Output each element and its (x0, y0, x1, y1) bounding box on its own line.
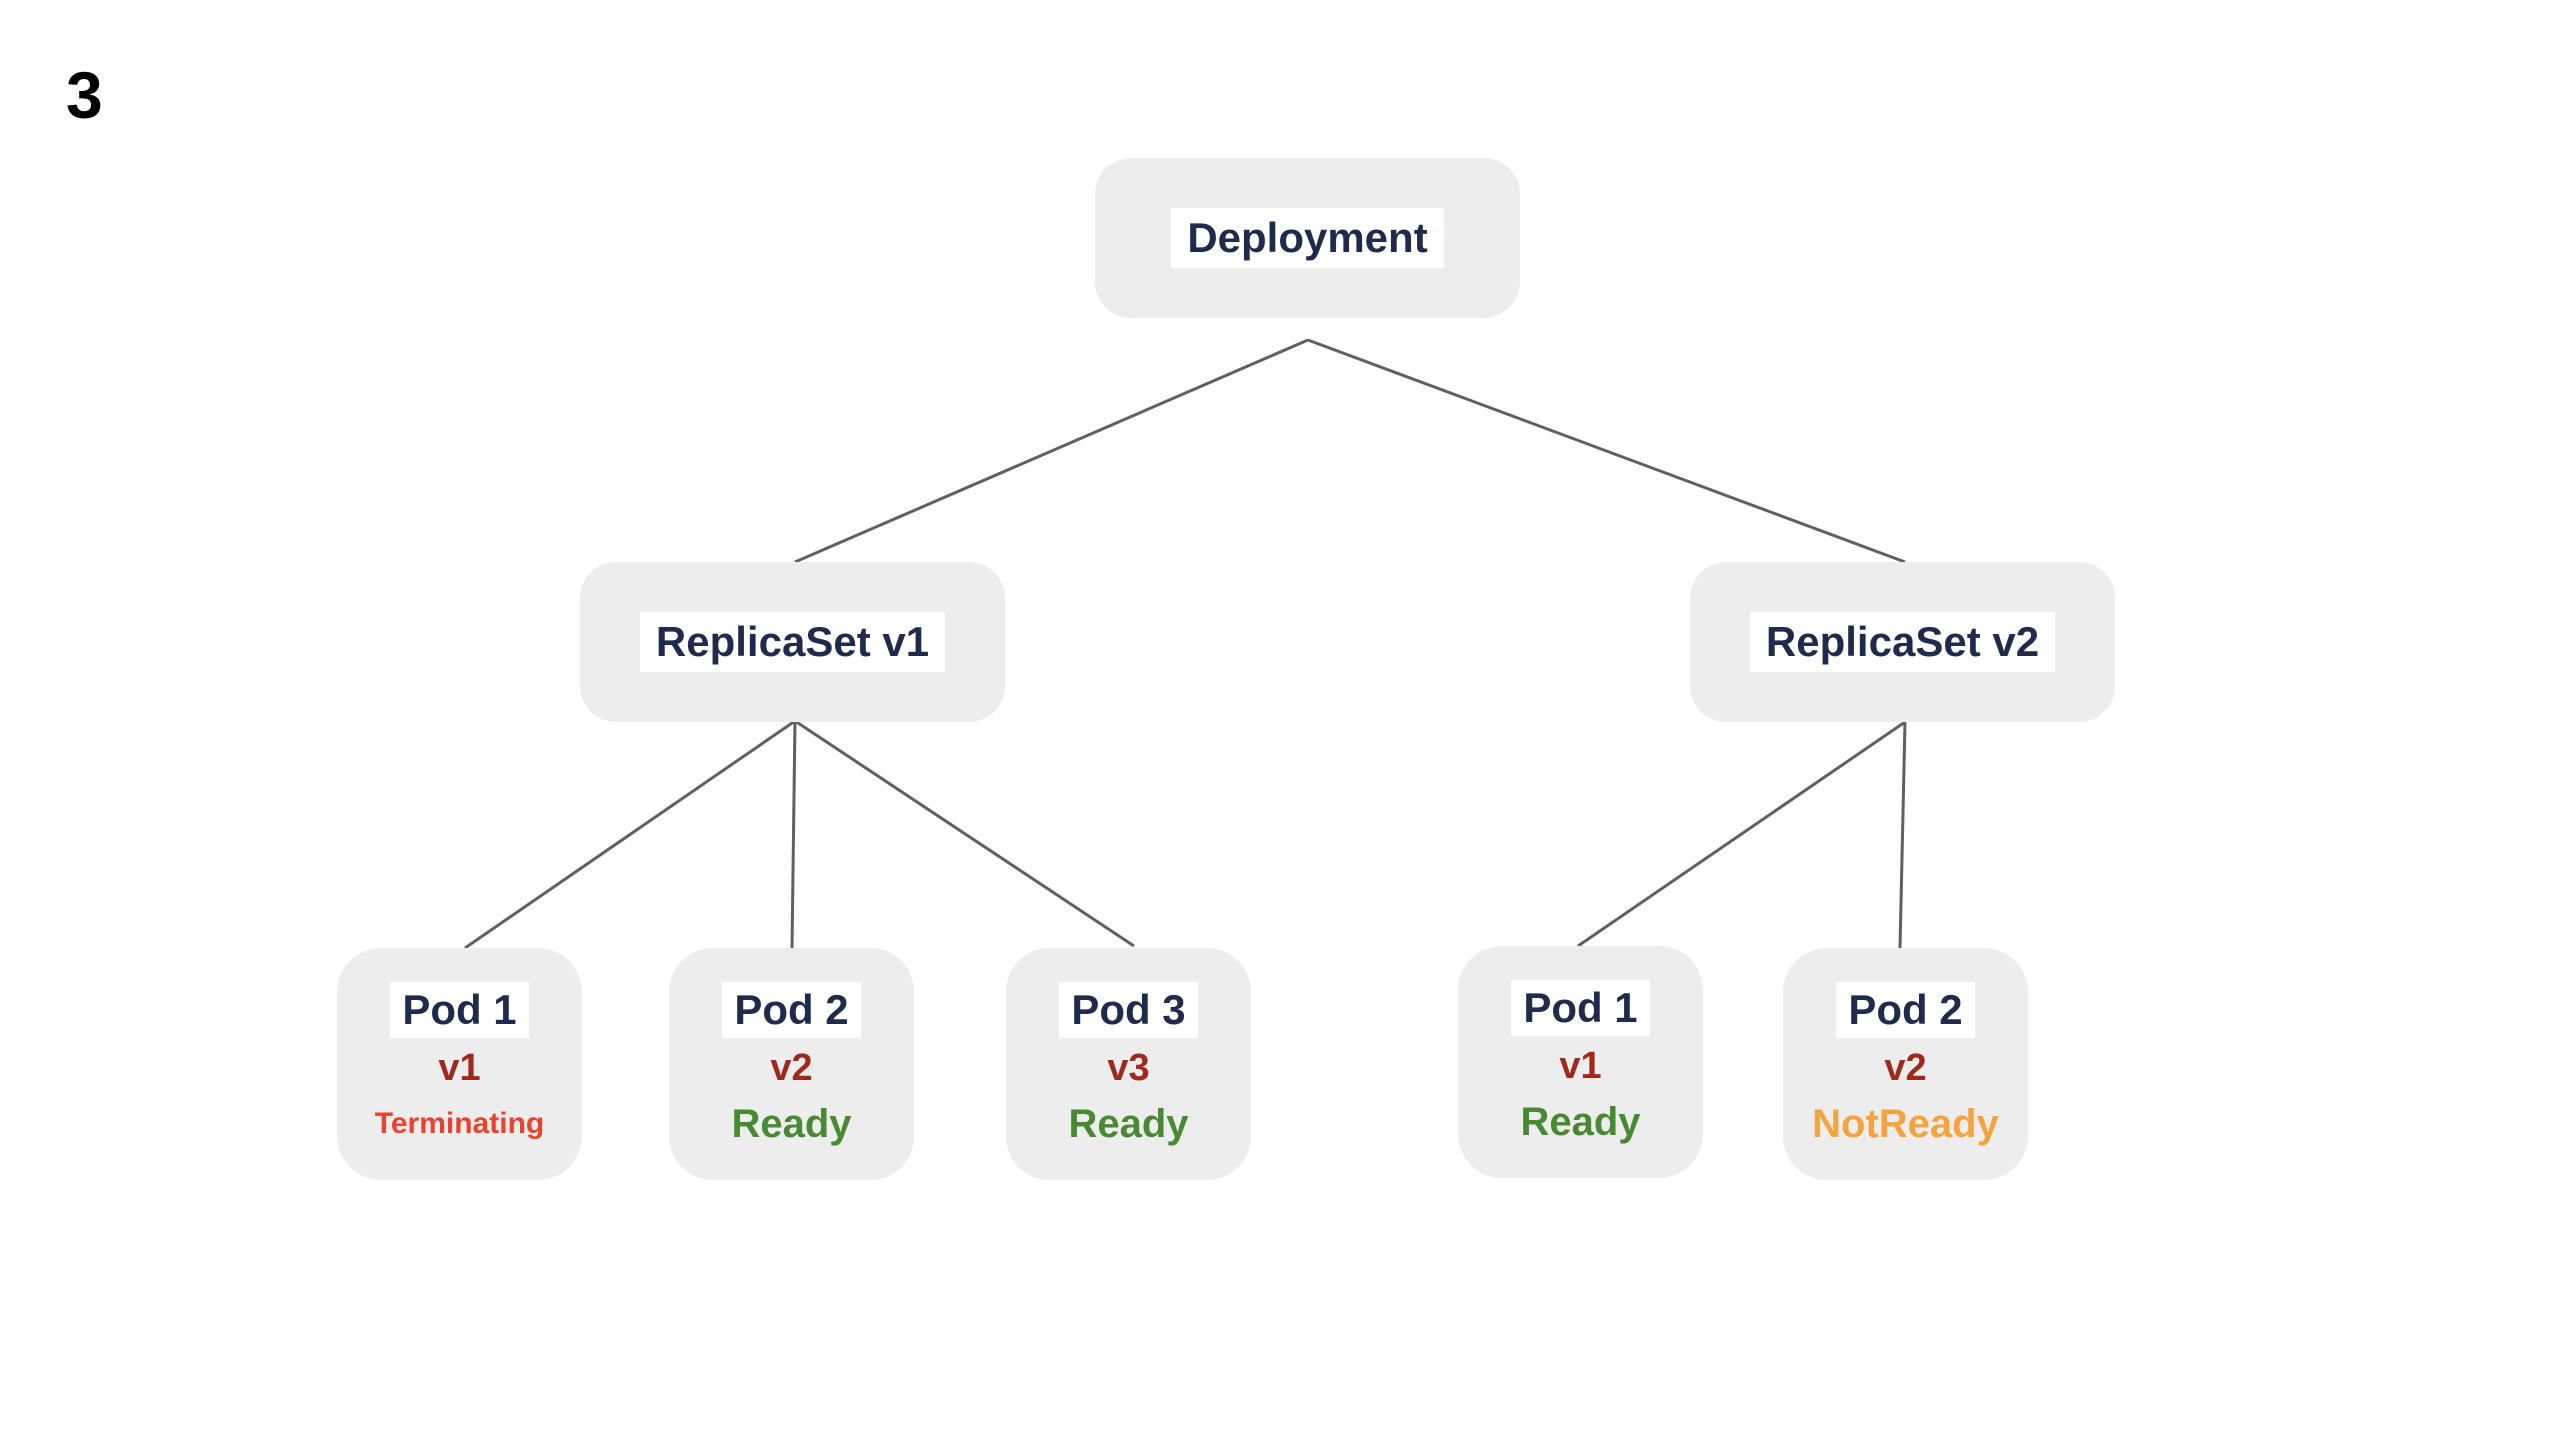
edge-replicaset-v2-pod-1 (1577, 720, 1906, 948)
slide-number: 3 (66, 58, 103, 132)
edge-replicaset-v1-pod-2 (790, 720, 797, 949)
pod-title: Pod 2 (722, 982, 861, 1039)
node-pod-rs2-pod1: Pod 1 v1 Ready (1458, 946, 1703, 1178)
node-replicaset-v2-label: ReplicaSet v2 (1749, 611, 2056, 673)
node-pod-rs1-pod2: Pod 2 v2 Ready (669, 948, 914, 1180)
node-replicaset-v2: ReplicaSet v2 (1690, 562, 2115, 722)
node-replicaset-v1-label: ReplicaSet v1 (639, 611, 946, 673)
pod-status: Terminating (374, 1106, 545, 1140)
node-replicaset-v1: ReplicaSet v1 (580, 562, 1005, 722)
pod-version: v1 (438, 1047, 481, 1090)
node-deployment-label: Deployment (1171, 207, 1444, 269)
pod-status: Ready (1068, 1101, 1189, 1146)
edge-deployment-replicaset-v1 (794, 338, 1309, 564)
pod-title: Pod 2 (1836, 982, 1975, 1039)
pod-status: Ready (1520, 1099, 1641, 1144)
node-deployment: Deployment (1095, 158, 1520, 318)
node-pod-rs1-pod3: Pod 3 v3 Ready (1006, 948, 1251, 1180)
edge-deployment-replicaset-v2 (1307, 338, 1906, 564)
edge-replicaset-v1-pod-3 (794, 719, 1135, 948)
edge-replicaset-v1-pod-1 (464, 719, 796, 950)
pod-status: Ready (731, 1101, 852, 1146)
pod-title: Pod 1 (1511, 980, 1650, 1037)
pod-title: Pod 1 (390, 982, 529, 1039)
node-pod-rs2-pod2: Pod 2 v2 NotReady (1783, 948, 2028, 1180)
pod-version: v1 (1559, 1045, 1602, 1088)
pod-status: NotReady (1812, 1101, 1999, 1146)
pod-version: v3 (1107, 1047, 1150, 1090)
node-pod-rs1-pod1: Pod 1 v1 Terminating (337, 948, 582, 1180)
pod-title: Pod 3 (1059, 982, 1198, 1039)
pod-version: v2 (770, 1047, 813, 1090)
pod-version: v2 (1884, 1047, 1927, 1090)
edge-replicaset-v2-pod-2 (1898, 721, 1907, 949)
